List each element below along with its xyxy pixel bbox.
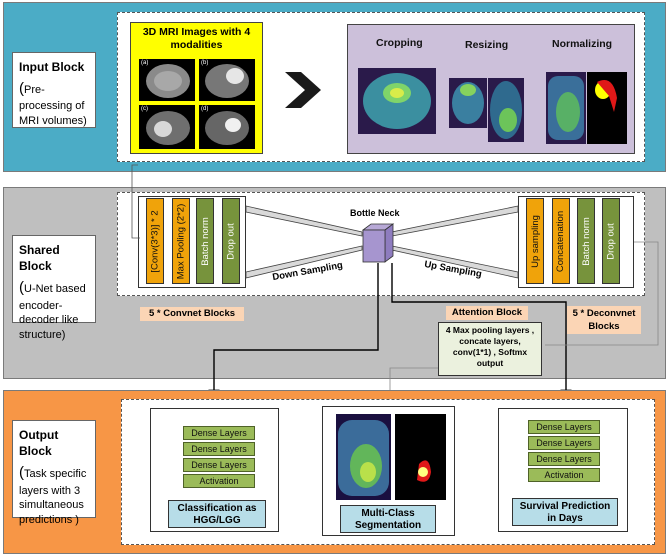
- survival-dense-3: Dense Layers: [528, 452, 600, 466]
- decoder-dropout-layer: Drop out: [602, 198, 620, 284]
- mri-title-line2: modalities: [170, 39, 223, 52]
- classification-dense-1: Dense Layers: [183, 426, 255, 440]
- mri-title-line1: 3D MRI Images with 4: [142, 26, 251, 38]
- input-block-bracket: (: [19, 80, 24, 98]
- output-block-label: Output Block (Task specific layers with …: [12, 420, 96, 526]
- output-block-bracket: (: [19, 464, 24, 482]
- decoder-concatenation-layer: Concatenation: [552, 198, 570, 284]
- segmentation-result-line1: Multi-Class: [361, 508, 415, 519]
- input-block-title: Input Block: [19, 60, 85, 74]
- segmentation-mri-image: [336, 414, 391, 500]
- modality-tag-c: (c): [141, 106, 148, 112]
- output-block-title: Output Block: [19, 428, 59, 459]
- attention-description-box: 4 Max pooling layers , concate layers, c…: [438, 322, 542, 376]
- segmentation-mask-image: [395, 414, 446, 500]
- mri-panel-title: 3D MRI Images with 4 modalities: [131, 26, 262, 52]
- output-block-line3: simultaneous: [19, 499, 84, 512]
- segmentation-result-line2: Segmentation: [354, 519, 422, 531]
- modality-tag-d: (d): [201, 106, 209, 112]
- classification-dense-3: Dense Layers: [183, 458, 255, 472]
- input-block-line3: MRI volumes): [19, 115, 87, 128]
- cropped-mri-image: [358, 68, 436, 134]
- shared-block-bracket: (: [19, 279, 24, 297]
- attention-desc-line2: concate layers,: [459, 336, 521, 347]
- decoder-batchnorm-layer: Batch norm: [577, 198, 595, 284]
- classification-dense-2: Dense Layers: [183, 442, 255, 456]
- shared-block-title: Shared Block: [19, 243, 60, 274]
- chevron-right-icon: [285, 72, 321, 108]
- bottleneck-label: Bottle Neck: [350, 208, 400, 218]
- mri-modality-c: (c): [139, 105, 195, 149]
- bottleneck-cube-icon: [361, 223, 395, 263]
- input-block-label: Input Block (Pre- processing of MRI volu…: [12, 52, 96, 128]
- shared-block-line4: structure): [19, 329, 66, 342]
- convnet-blocks-label: 5 * Convnet Blocks: [140, 307, 244, 321]
- deconvnet-line1: 5 * Deconvnet: [572, 308, 636, 319]
- survival-activation: Activation: [528, 468, 600, 482]
- classification-result-line1: Classification as: [177, 503, 257, 514]
- input-block-line2: processing of: [19, 100, 85, 113]
- shared-block-line1: U-Net based: [24, 283, 86, 296]
- attention-desc-line4: output: [476, 358, 504, 369]
- attention-desc-line1: 4 Max pooling layers ,: [445, 325, 535, 335]
- shared-block-label: Shared Block (U-Net based encoder- decod…: [12, 235, 96, 341]
- mri-modality-d: (d): [199, 105, 255, 149]
- output-block-line4: predictions ): [19, 514, 79, 527]
- output-block-line1: Task specific: [24, 468, 87, 481]
- modality-tag-b: (b): [201, 60, 209, 66]
- mri-modalities-panel: 3D MRI Images with 4 modalities (a) (b) …: [130, 22, 263, 154]
- encoder-dropout-layer: Drop out: [222, 198, 240, 284]
- attention-block-label: Attention Block: [446, 306, 528, 320]
- survival-dense-1: Dense Layers: [528, 420, 600, 434]
- step-resizing: Resizing: [465, 39, 509, 51]
- resized-mri-image-1: [449, 78, 487, 128]
- encoder-maxpool-layer: Max Pooling (2*2): [172, 198, 190, 284]
- output-block-line2: layers with 3: [19, 484, 81, 497]
- shared-block-line3: decoder like: [19, 314, 79, 327]
- mri-modality-b: (b): [199, 59, 255, 101]
- resized-mri-image-2: [488, 78, 524, 142]
- shared-block-line2: encoder-: [19, 299, 63, 312]
- mri-modality-a: (a): [139, 59, 195, 101]
- encoder-conv-layer: [Conv(3*3)] * 2: [146, 198, 164, 284]
- encoder-batchnorm-layer: Batch norm: [196, 198, 214, 284]
- step-cropping: Cropping: [376, 37, 423, 49]
- classification-activation: Activation: [183, 474, 255, 488]
- tumor-mask-image: [587, 72, 627, 144]
- survival-result: Survival Prediction in Days: [512, 498, 618, 526]
- survival-result-line1: Survival Prediction: [519, 501, 611, 512]
- survival-result-line2: in Days: [547, 512, 583, 524]
- segmentation-result: Multi-Class Segmentation: [340, 505, 436, 533]
- deconvnet-line2: Blocks: [588, 321, 620, 332]
- modality-tag-a: (a): [141, 60, 149, 66]
- normalized-mri-image: [546, 72, 586, 144]
- input-block-line1: Pre-: [24, 84, 45, 97]
- attention-desc-line3: conv(1*1) , Softmx: [452, 347, 528, 358]
- classification-result: Classification as HGG/LGG: [168, 500, 266, 528]
- deconvnet-blocks-label: 5 * Deconvnet Blocks: [567, 306, 641, 334]
- survival-dense-2: Dense Layers: [528, 436, 600, 450]
- decoder-upsampling-layer: Up sampling: [526, 198, 544, 284]
- classification-result-line2: HGG/LGG: [193, 514, 241, 526]
- step-normalizing: Normalizing: [552, 38, 613, 50]
